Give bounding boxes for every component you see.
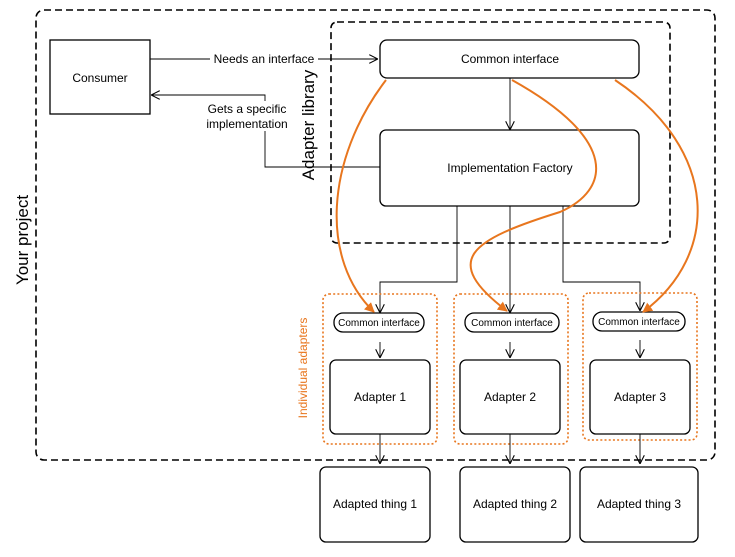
gets-label-line1: Gets a specific [208, 102, 287, 116]
adapted-thing-1-box [319, 466, 431, 543]
adapter-group-3 [582, 292, 698, 441]
adapter-library-label: Adapter library [299, 69, 318, 180]
gets-label-bg [204, 101, 290, 131]
factory-to-adapter-1-line [380, 206, 458, 312]
adapted-thing-2-box [459, 466, 571, 543]
gets-label-line2: implementation [206, 117, 287, 131]
implements-curve-1 [335, 79, 387, 313]
adapter-2-interface-box [464, 312, 560, 333]
library-common-interface-box [379, 39, 640, 79]
adapted-thing-2-label: Adapted thing 2 [473, 497, 557, 511]
adapter-group-1 [322, 293, 438, 445]
adapter-3-label: Adapter 3 [614, 390, 666, 404]
project-label: Your project [13, 195, 32, 285]
adapter-group-2 [453, 293, 569, 445]
adapted-thing-1-label: Adapted thing 1 [333, 497, 417, 511]
adapter-1-interface-box [333, 312, 425, 333]
implementation-factory-label: Implementation Factory [447, 161, 572, 175]
adapter-3-interface-box [592, 311, 686, 332]
adapter-3-interface-label: Common interface [598, 317, 680, 328]
library-common-interface-label: Common interface [461, 52, 559, 66]
implements-curve-3 [614, 79, 699, 313]
needs-interface-label: Needs an interface [214, 52, 315, 66]
factory-to-adapter-3-line [562, 206, 640, 310]
adapted-thing-3-box [579, 466, 699, 543]
consumer-label: Consumer [72, 71, 127, 85]
needs-label-bg [210, 51, 318, 67]
consumer-box [49, 39, 151, 115]
adapter-2-label: Adapter 2 [484, 390, 536, 404]
adapter-1-label: Adapter 1 [354, 390, 406, 404]
implements-curve-2 [469, 79, 598, 312]
adapter-1-interface-label: Common interface [338, 318, 420, 329]
implementation-factory-box [379, 129, 640, 207]
individual-adapters-label: Individual adapters [296, 318, 310, 419]
adapted-thing-3-label: Adapted thing 3 [597, 497, 681, 511]
adapter-2-interface-label: Common interface [471, 318, 553, 329]
